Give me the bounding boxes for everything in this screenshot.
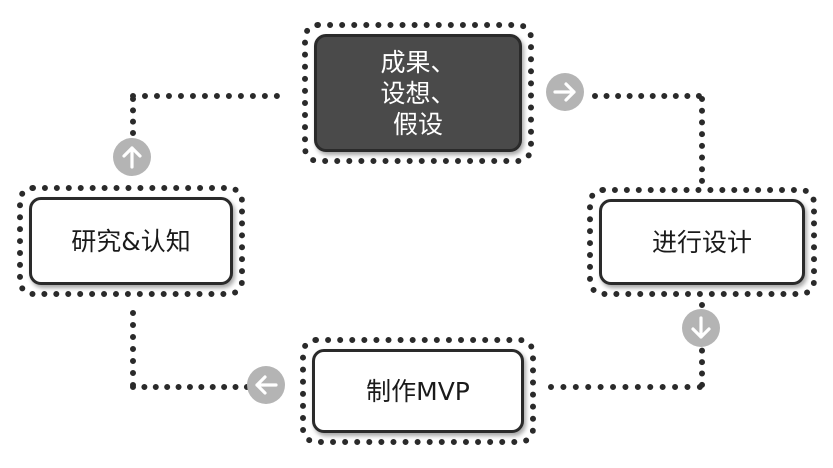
connector-top-left	[130, 93, 280, 99]
arrow-left-icon	[247, 366, 285, 404]
outcome-node: 成果、 设想、 假设	[314, 34, 522, 152]
connector-right-upper	[699, 96, 705, 184]
mvp-node-label: 制作MVP	[366, 376, 470, 406]
connector-left-upper	[130, 96, 136, 136]
connector-bottom-left	[130, 384, 250, 390]
design-node-label: 进行设计	[651, 227, 752, 257]
outcome-line-1: 成果、	[380, 47, 456, 77]
outcome-node-label: 成果、 设想、 假设	[380, 47, 455, 140]
design-node-frame: 进行设计	[587, 187, 817, 297]
arrow-down-icon	[682, 309, 720, 347]
connector-top-right	[592, 93, 702, 99]
outcome-line-3: 假设	[392, 109, 443, 139]
design-node: 进行设计	[599, 199, 805, 285]
mvp-node-frame: 制作MVP	[300, 337, 536, 445]
research-node-label: 研究&认知	[71, 226, 191, 256]
connector-left-lower	[130, 310, 136, 388]
outcome-node-frame: 成果、 设想、 假设	[302, 22, 534, 164]
connector-bottom-right	[548, 384, 703, 390]
research-node: 研究&认知	[29, 197, 233, 285]
mvp-node: 制作MVP	[312, 349, 524, 433]
outcome-line-2: 设想、	[380, 78, 456, 108]
arrow-up-icon	[113, 138, 151, 176]
research-node-frame: 研究&认知	[17, 185, 245, 297]
arrow-right-icon	[546, 73, 584, 111]
